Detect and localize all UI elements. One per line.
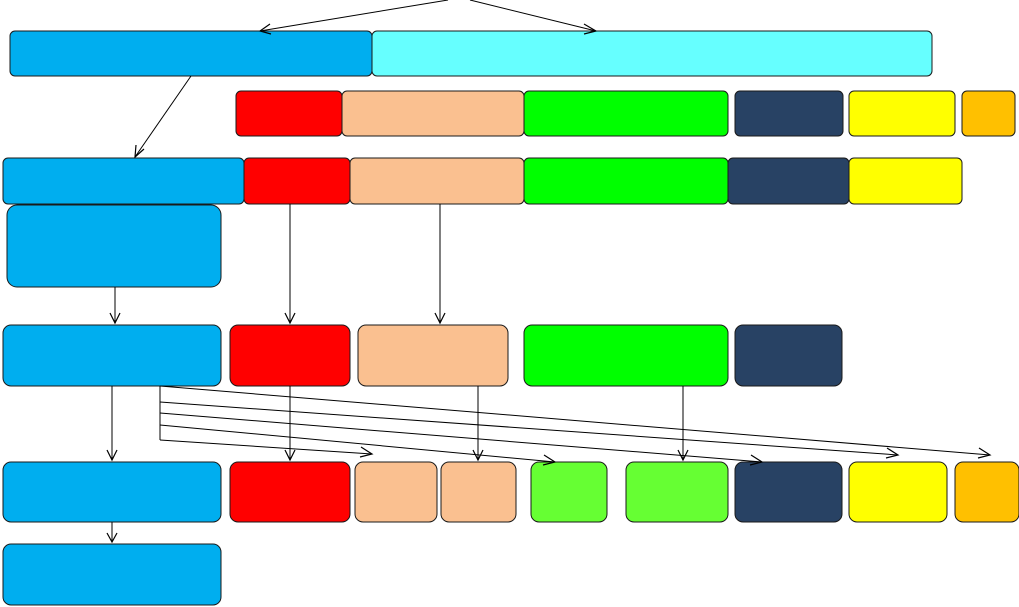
row5-blue-node (2, 461, 222, 523)
arrowhead (542, 454, 557, 466)
arrowhead (677, 449, 689, 462)
row5-navy-node (734, 461, 843, 523)
row2-red-node (235, 90, 343, 137)
arrowhead (284, 312, 296, 325)
arrowhead (434, 312, 446, 325)
arrowhead (106, 449, 118, 462)
row4-green-node (523, 324, 729, 387)
arrowhead (284, 449, 296, 462)
row5-red-node (229, 461, 351, 523)
row4-peach-node (357, 324, 509, 387)
row5-orange-node (954, 461, 1019, 523)
edge-root-to-row1-blue (259, 0, 449, 32)
row2-peach-node (341, 90, 525, 137)
row2-orange-node (961, 90, 1016, 137)
edge-root-to-row1-cyan (469, 0, 597, 32)
edge-fan-to-light-green (159, 424, 556, 463)
edge-row1-blue-to-row3-blue (134, 75, 192, 158)
arrowhead (134, 144, 145, 159)
arrowhead (977, 447, 992, 459)
arrowhead (749, 454, 764, 466)
row5-light-green-node-2 (625, 461, 729, 523)
row3-red-node (243, 157, 351, 205)
edge-fan-to-yellow (159, 401, 899, 456)
arrowhead (106, 532, 118, 544)
arrowhead (472, 449, 484, 462)
row2-yellow-node (848, 90, 956, 137)
row1-cyan-node (371, 30, 933, 77)
row3-yellow-node (848, 157, 963, 205)
edges (106, 0, 992, 544)
row4-red-node (229, 324, 351, 387)
row1-blue-node (9, 30, 373, 77)
row3-navy-node (727, 157, 850, 205)
row5-yellow-node (848, 461, 948, 523)
row5-peach-node-2 (440, 461, 517, 523)
arrowhead (258, 23, 272, 35)
edge-fan-to-navy (159, 412, 763, 463)
row2-green-node (523, 90, 729, 137)
row5-peach-node-1 (354, 461, 438, 523)
row3b-blue-node (6, 204, 222, 288)
arrowhead (885, 447, 900, 459)
edge-fan-to-orange (159, 385, 991, 456)
edge-fan-to-peach (159, 439, 373, 455)
arrowhead (583, 23, 598, 35)
row4-blue-node (2, 324, 222, 387)
row3-peach-node (349, 157, 525, 205)
arrowhead (109, 312, 121, 325)
row3-blue-node (2, 157, 245, 205)
arrowhead (359, 446, 374, 458)
row5-light-green-node-1 (530, 461, 608, 523)
row2-navy-node (734, 90, 844, 137)
row3-green-node (523, 157, 729, 205)
row6-blue-node (2, 543, 222, 606)
row4-navy-node (734, 324, 843, 387)
